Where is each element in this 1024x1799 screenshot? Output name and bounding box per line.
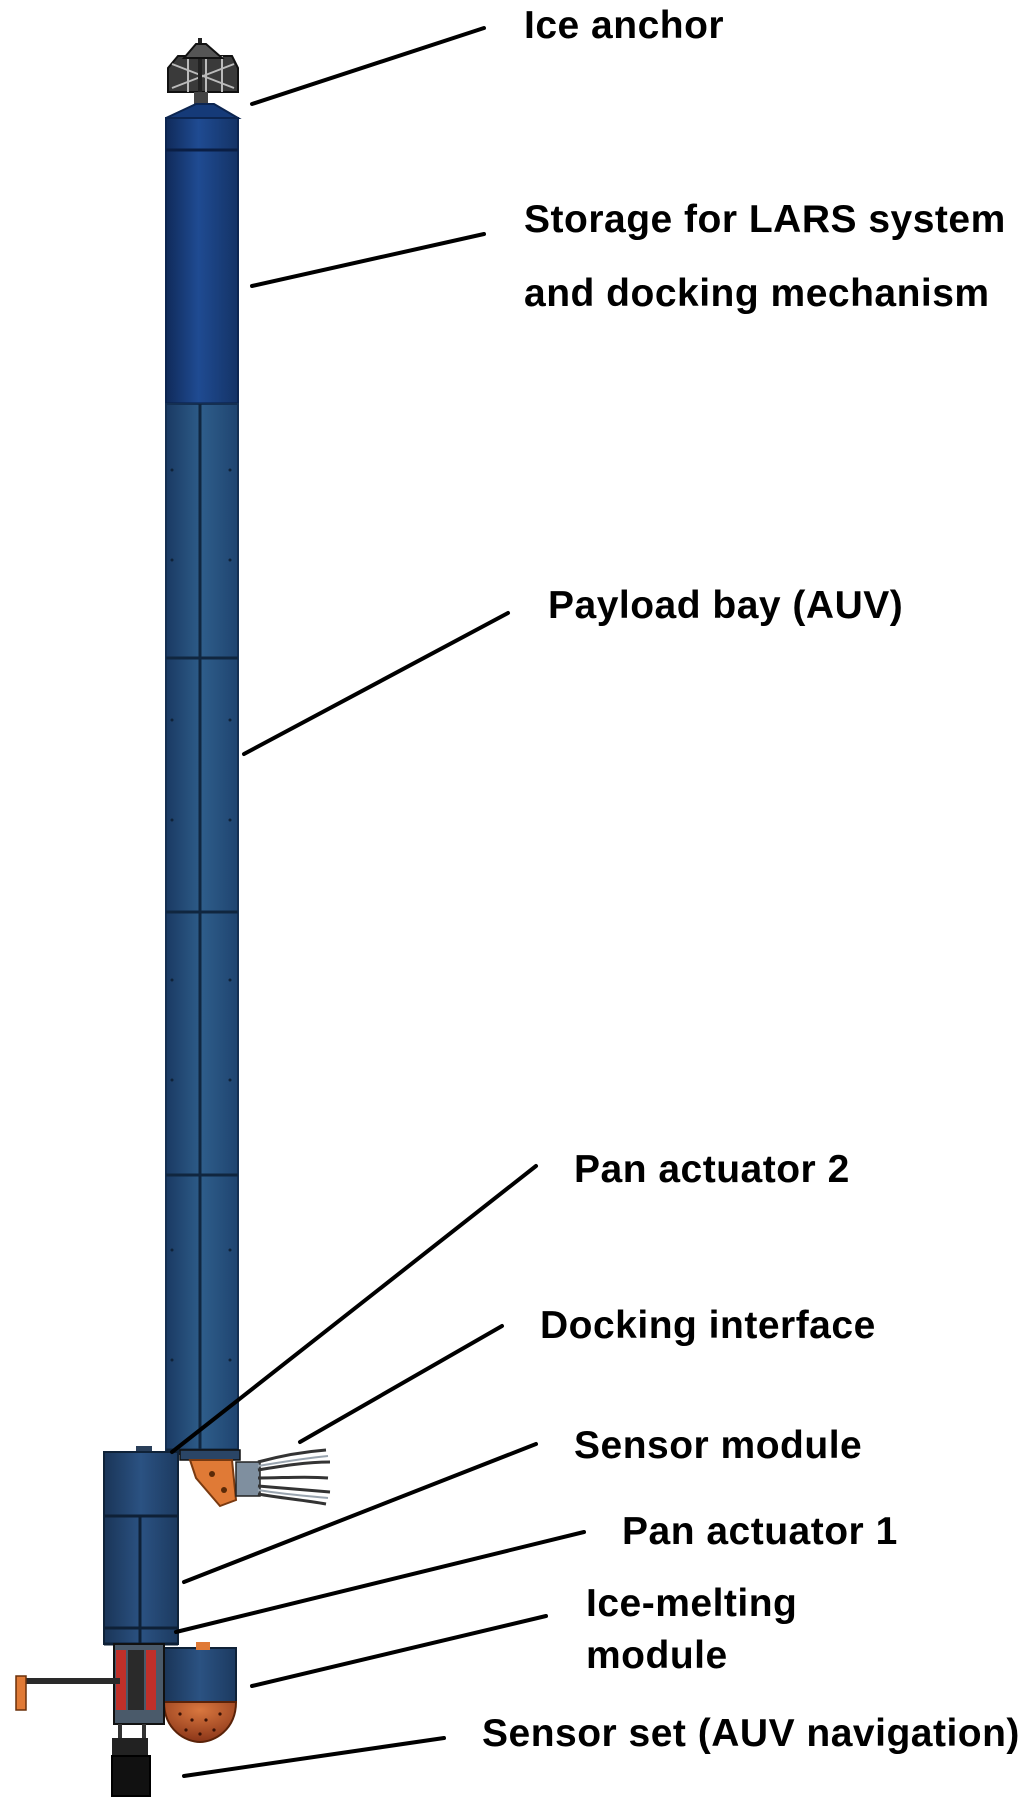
label-sensor-module: Sensor module	[574, 1424, 862, 1467]
label-pan-actuator-2: Pan actuator 2	[574, 1148, 850, 1191]
docking-interface	[179, 1448, 331, 1508]
label-sensor-set: Sensor set (AUV navigation)	[482, 1712, 1020, 1755]
storage-cylinder	[165, 117, 239, 406]
label-payload-bay: Payload bay (AUV)	[548, 584, 903, 627]
labels: Ice anchor Storage for LARS system and d…	[482, 4, 1020, 1755]
leader-sensor-module	[182, 1442, 538, 1584]
leader-docking-interface	[298, 1324, 504, 1444]
leader-ice-anchor	[250, 26, 486, 106]
label-pan-actuator-1: Pan actuator 1	[622, 1510, 898, 1553]
leader-ice-melting	[250, 1614, 548, 1688]
sensor-module	[103, 1446, 179, 1646]
sensor-set	[15, 1675, 151, 1797]
leader-pan-actuator-1	[174, 1530, 586, 1634]
ice-melting-module	[162, 1642, 238, 1744]
leader-payload-bay	[242, 611, 510, 756]
pan-actuator-1	[113, 1643, 165, 1760]
label-docking-interface: Docking interface	[540, 1304, 876, 1347]
label-storage-line2: and docking mechanism	[524, 272, 990, 315]
label-storage-line1: Storage for LARS system	[524, 198, 1006, 241]
leader-sensor-set	[182, 1736, 446, 1778]
leader-lines	[170, 26, 586, 1778]
label-ice-melting-line2: module	[586, 1634, 728, 1677]
label-ice-anchor: Ice anchor	[524, 4, 724, 47]
leader-pan-actuator-2	[170, 1164, 538, 1454]
leader-storage	[250, 232, 486, 288]
payload-bay	[165, 403, 239, 1455]
label-ice-melting-line1: Ice-melting	[586, 1582, 797, 1625]
ice-anchor	[165, 38, 242, 119]
